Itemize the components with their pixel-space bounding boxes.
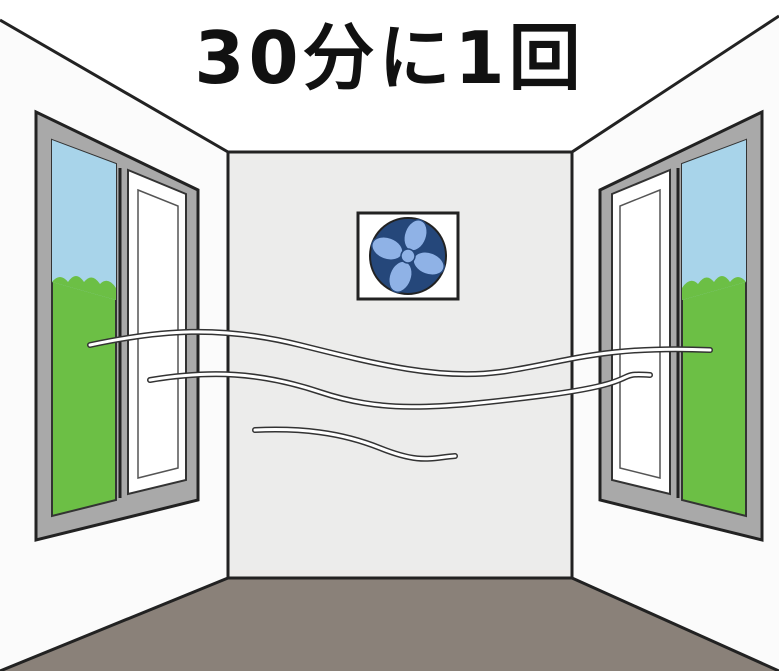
airflow-icon: [87, 328, 713, 462]
page-title: 30分に1回: [194, 16, 585, 100]
ventilation-fan-icon: [356, 211, 460, 301]
right-window: [598, 109, 764, 542]
floor: [0, 578, 779, 671]
room-edges: [0, 14, 779, 671]
